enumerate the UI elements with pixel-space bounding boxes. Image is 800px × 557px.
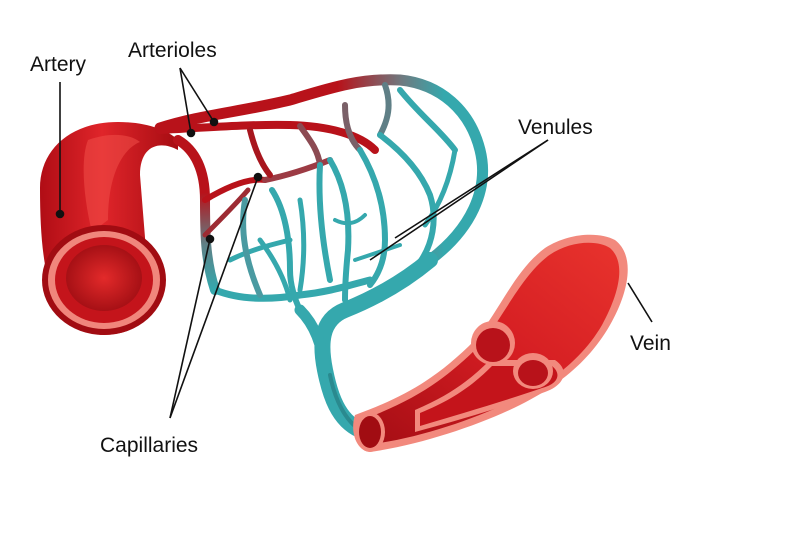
label-venules: Venules [518, 116, 593, 139]
label-vein: Vein [630, 332, 671, 355]
label-artery: Artery [30, 53, 87, 76]
leader-lines [55, 67, 653, 419]
label-capillaries: Capillaries [100, 434, 198, 457]
vein-vessel [353, 234, 628, 452]
label-arterioles: Arterioles [128, 39, 217, 62]
artery-vessel [40, 122, 178, 335]
capillary-network [202, 82, 458, 313]
